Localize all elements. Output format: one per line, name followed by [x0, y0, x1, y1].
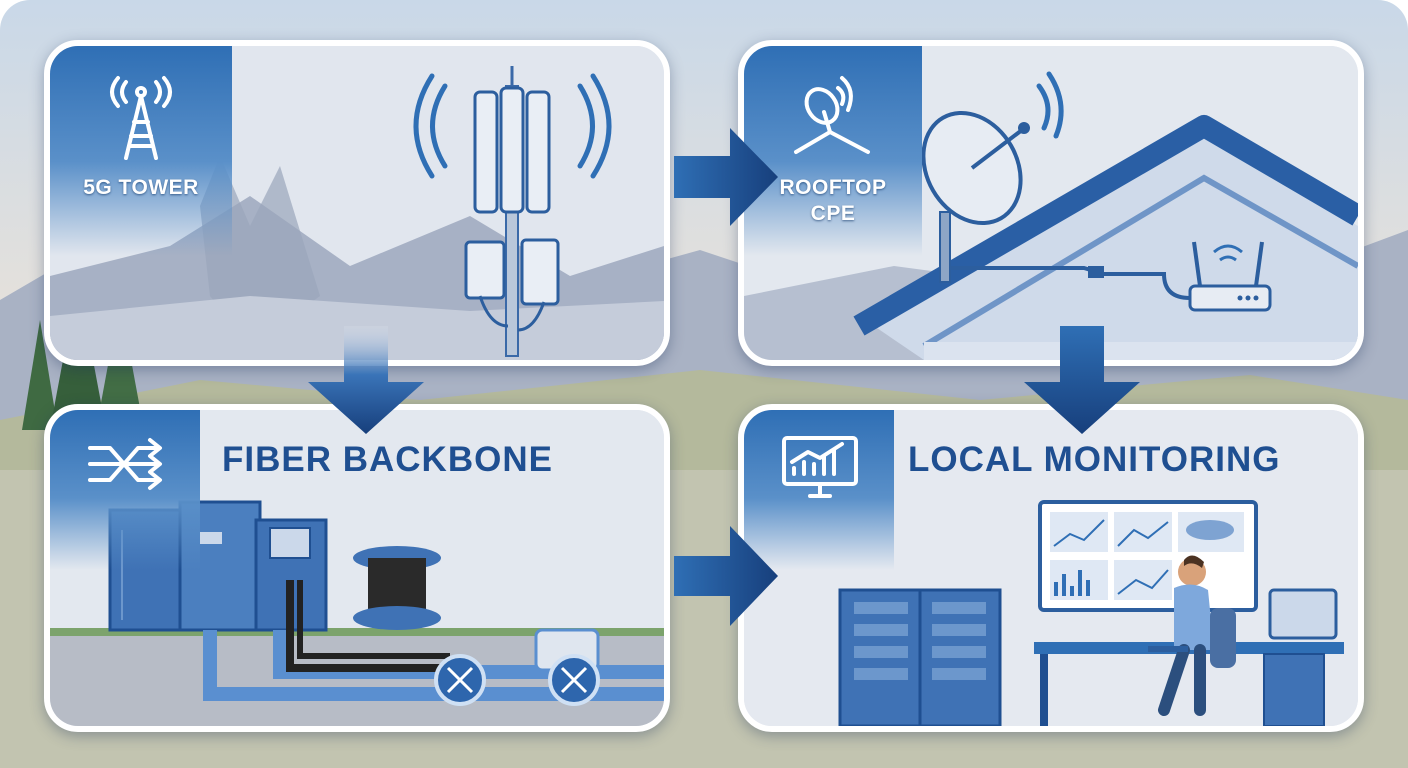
- server-racks: [838, 588, 1002, 726]
- fiber-pipes: [203, 580, 664, 706]
- monitoring-badge: [744, 410, 894, 570]
- shuffle-arrows-icon: [88, 438, 162, 490]
- monitor-chart-icon: [782, 436, 858, 498]
- arrow-tower-to-fiber: [308, 326, 424, 434]
- rooftop-badge: ROOFTOP CPE: [744, 46, 922, 256]
- satellite-dish: [921, 71, 1064, 283]
- operator-desk: [1034, 555, 1344, 726]
- panel-local-monitoring: LOCAL MONITORING: [738, 404, 1364, 732]
- arrow-fiber-to-monitoring: [674, 526, 778, 626]
- panel-5g-tower: 5G TOWER: [44, 40, 670, 366]
- rooftop-label-line2: CPE: [810, 202, 856, 225]
- tower-badge: 5G TOWER: [50, 46, 232, 256]
- router: [950, 241, 1272, 312]
- monitoring-scene: [744, 410, 1358, 726]
- cable-spool: [353, 546, 441, 630]
- arrow-rooftop-to-monitoring: [1024, 326, 1140, 434]
- dashboard-screen: [1038, 500, 1258, 612]
- cell-tower: [413, 66, 612, 357]
- fiber-badge: [50, 410, 200, 570]
- rooftop-label-line1: ROOFTOP: [779, 176, 887, 199]
- tower-label: 5G TOWER: [83, 176, 199, 199]
- fiber-title: FIBER BACKBONE: [222, 440, 553, 479]
- antenna-tower-icon: [110, 76, 172, 160]
- panel-rooftop-cpe: ROOFTOP CPE: [738, 40, 1364, 366]
- panel-fiber-backbone: FIBER BACKBONE: [44, 404, 670, 732]
- monitoring-title: LOCAL MONITORING: [908, 440, 1281, 479]
- satellite-dish-icon: [794, 76, 870, 154]
- arrow-tower-to-rooftop: [674, 128, 778, 226]
